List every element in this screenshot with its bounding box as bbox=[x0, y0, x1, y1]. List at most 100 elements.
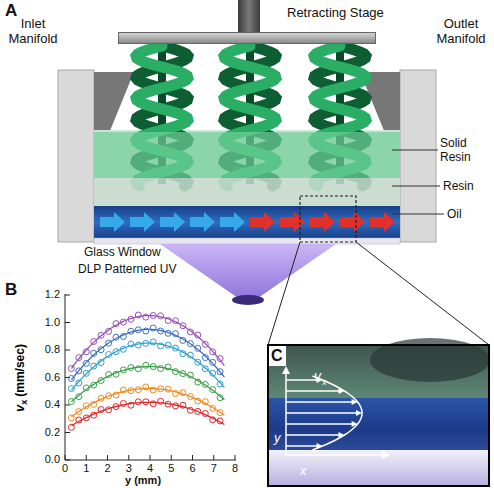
node-label: Retracting Stage bbox=[287, 5, 437, 20]
data-point bbox=[128, 402, 134, 408]
tick-label: 5 bbox=[161, 462, 181, 474]
data-point bbox=[210, 405, 216, 411]
data-point bbox=[120, 387, 126, 393]
data-point bbox=[150, 325, 156, 331]
profile-arrow bbox=[286, 401, 353, 403]
data-point bbox=[135, 399, 141, 405]
fit-curve bbox=[71, 402, 224, 425]
data-point bbox=[98, 378, 104, 384]
data-point bbox=[68, 366, 74, 372]
data-point bbox=[143, 328, 149, 334]
x-tick bbox=[128, 455, 129, 460]
inlet-manifold bbox=[58, 70, 94, 242]
data-point bbox=[173, 345, 179, 351]
y-tick bbox=[65, 405, 70, 406]
data-point bbox=[158, 366, 164, 372]
data-point bbox=[83, 385, 89, 391]
data-point bbox=[173, 403, 179, 409]
fit-curve bbox=[71, 329, 224, 380]
data-point bbox=[120, 334, 126, 340]
stage-post bbox=[238, 0, 260, 32]
profile-arrow bbox=[286, 412, 357, 414]
data-point bbox=[91, 363, 97, 369]
data-point bbox=[135, 342, 141, 348]
x-tick bbox=[65, 455, 66, 460]
data-point bbox=[83, 403, 89, 409]
oil-band bbox=[94, 206, 400, 238]
data-point bbox=[180, 371, 186, 377]
arrow-head bbox=[352, 399, 358, 405]
data-point bbox=[210, 349, 216, 355]
data-point bbox=[202, 366, 208, 372]
data-point bbox=[113, 392, 119, 398]
data-point bbox=[165, 386, 171, 392]
liquid-resin-band bbox=[94, 178, 400, 206]
data-point bbox=[173, 369, 179, 375]
data-point bbox=[150, 401, 156, 407]
arrow-head bbox=[352, 421, 358, 427]
data-point bbox=[135, 327, 141, 333]
data-point bbox=[106, 393, 112, 399]
tick-label: 0.6 bbox=[26, 371, 60, 383]
data-point bbox=[217, 381, 223, 387]
part-label: DLP Patterned UV bbox=[78, 262, 177, 276]
data-point bbox=[68, 376, 74, 382]
tick-label: 0 bbox=[55, 462, 75, 474]
outlet-manifold bbox=[400, 70, 436, 242]
part-label: Outlet Manifold bbox=[428, 16, 494, 46]
part-label: Resin bbox=[443, 179, 474, 193]
data-point bbox=[76, 417, 82, 423]
tick-label: 1 bbox=[76, 462, 96, 474]
data-point bbox=[68, 424, 74, 430]
profile-arrow bbox=[286, 434, 339, 436]
leader-line bbox=[392, 150, 438, 151]
data-point bbox=[120, 319, 126, 325]
data-point bbox=[113, 334, 119, 340]
data-point bbox=[143, 384, 149, 390]
data-point bbox=[128, 365, 134, 371]
data-point bbox=[217, 356, 223, 362]
arrow-head bbox=[382, 451, 390, 459]
data-point bbox=[158, 398, 164, 404]
part-label: Oil bbox=[447, 207, 462, 221]
flow-arrow bbox=[370, 212, 395, 232]
x-tick bbox=[150, 455, 151, 460]
tick-label: 0.8 bbox=[26, 343, 60, 355]
data-point bbox=[135, 366, 141, 372]
data-point bbox=[165, 318, 171, 324]
data-point bbox=[113, 404, 119, 410]
data-point bbox=[180, 351, 186, 357]
data-point bbox=[120, 367, 126, 373]
data-point bbox=[106, 352, 112, 358]
y-tick bbox=[65, 295, 70, 296]
data-point bbox=[106, 372, 112, 378]
data-point bbox=[195, 398, 201, 404]
part-label: Glass Window bbox=[84, 245, 161, 259]
data-point bbox=[158, 313, 164, 319]
flow-arrows bbox=[100, 212, 395, 232]
data-point bbox=[180, 390, 186, 396]
data-point bbox=[195, 332, 201, 338]
data-point bbox=[150, 364, 156, 370]
profile-arrow bbox=[286, 379, 318, 381]
data-point bbox=[210, 370, 216, 376]
data-point bbox=[217, 395, 223, 401]
data-point bbox=[143, 362, 149, 368]
panel-letter: B bbox=[5, 280, 17, 300]
tick-label: 4 bbox=[140, 462, 160, 474]
data-point bbox=[143, 340, 149, 346]
data-point bbox=[180, 337, 186, 343]
tick-label: 1.2 bbox=[26, 288, 60, 300]
tick-label: 3 bbox=[119, 462, 139, 474]
data-point bbox=[195, 345, 201, 351]
data-point bbox=[98, 407, 104, 413]
data-point bbox=[106, 328, 112, 334]
data-point bbox=[180, 402, 186, 408]
data-point bbox=[173, 391, 179, 397]
data-point bbox=[202, 399, 208, 405]
flow-arrow bbox=[190, 212, 215, 232]
tick-label: 0.2 bbox=[26, 426, 60, 438]
leader-line bbox=[392, 186, 440, 187]
data-point bbox=[128, 316, 134, 322]
